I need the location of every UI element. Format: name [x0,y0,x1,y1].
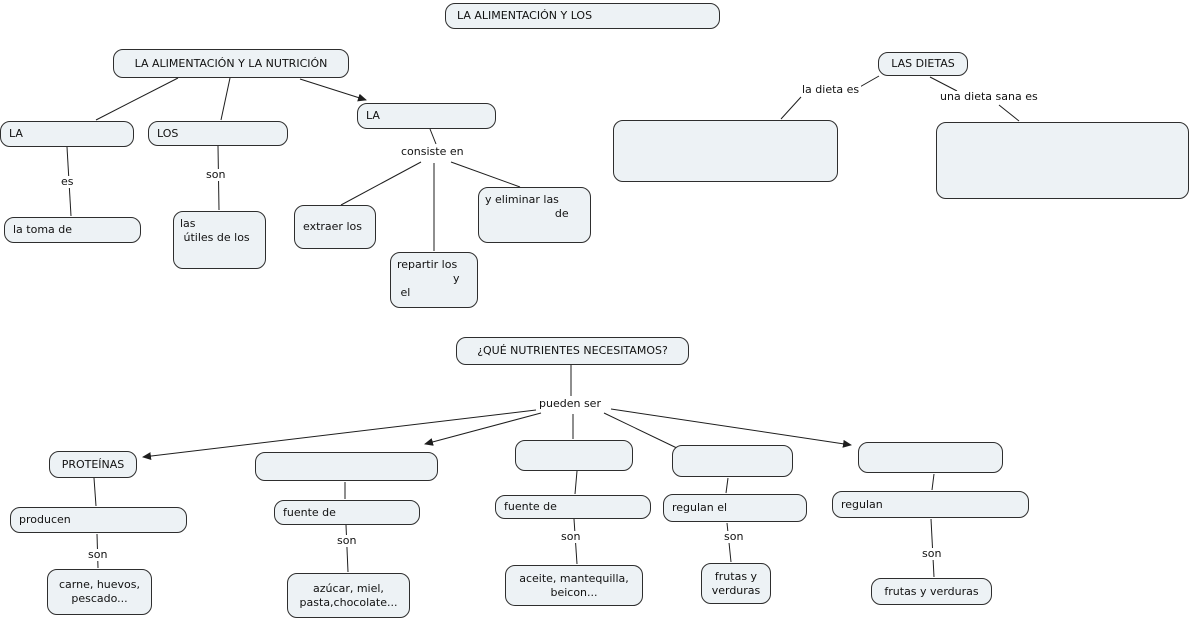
link-label-son-4[interactable]: son [722,530,746,544]
concept-la-mid-blank[interactable]: LA [357,103,496,129]
concept-nutrient-blank-2[interactable] [255,452,438,481]
concept-fuente-de-2[interactable]: fuente de [274,500,420,525]
concept-nutrient-blank-4[interactable] [672,445,793,477]
link-label-es[interactable]: es [59,175,76,189]
concept-nutrient-blank-5[interactable] [858,442,1003,473]
concept-la-alimentacion-y-la-nutricion[interactable]: LA ALIMENTACIÓN Y LA NUTRICIÓN [113,49,349,78]
concept-las-dietas[interactable]: LAS DIETAS [878,52,968,76]
link-label-consiste-en[interactable]: consiste en [399,145,466,159]
link-label-una-dieta-sana-es[interactable]: una dieta sana es [938,90,1040,104]
link-label-son-2[interactable]: son [335,534,359,548]
link-label-son-los[interactable]: son [204,168,228,182]
link-label-la-dieta-es[interactable]: la dieta es [800,83,862,97]
concept-frutas-y-verduras-4[interactable]: frutas y verduras [701,563,771,604]
concept-y-eliminar-las-de[interactable]: y eliminar las de [478,187,591,243]
link-label-son-3[interactable]: son [559,530,583,544]
link-label-son-1[interactable]: son [86,548,110,562]
concept-regulan[interactable]: regulan [832,491,1029,518]
concept-fuente-de-3[interactable]: fuente de [495,495,651,519]
concept-producen[interactable]: producen [10,507,187,533]
concept-regulan-el[interactable]: regulan el [663,494,807,522]
concept-carne-huevos-pescado[interactable]: carne, huevos, pescado... [47,569,152,615]
concept-aceite-mantequilla-beicon[interactable]: aceite, mantequilla, beicon... [505,565,643,606]
concept-los-blank[interactable]: LOS [148,121,288,146]
link-label-pueden-ser[interactable]: pueden ser [537,397,603,411]
concept-nutrient-blank-3[interactable] [515,440,633,471]
concept-azucar-miel-pasta-chocolate[interactable]: azúcar, miel, pasta,chocolate... [287,573,410,618]
concept-la-toma-de[interactable]: la toma de [4,217,141,243]
concept-title-la-alimentacion-y-los[interactable]: LA ALIMENTACIÓN Y LOS [445,3,720,29]
concept-la-left-blank[interactable]: LA [0,121,134,147]
concept-las-utiles-de-los[interactable]: las útiles de los [173,211,266,269]
concept-que-nutrientes-necesitamos[interactable]: ¿QUÉ NUTRIENTES NECESITAMOS? [456,337,689,365]
concept-dieta-blank-2[interactable] [936,122,1189,199]
concept-dieta-blank-1[interactable] [613,120,838,182]
concept-extraer-los[interactable]: extraer los [294,205,376,249]
concept-proteinas[interactable]: PROTEÍNAS [49,451,137,478]
link-label-son-5[interactable]: son [920,547,944,561]
concept-frutas-y-verduras-5[interactable]: frutas y verduras [871,578,992,605]
concept-repartir-los-y-el[interactable]: repartir los y el [390,252,478,308]
